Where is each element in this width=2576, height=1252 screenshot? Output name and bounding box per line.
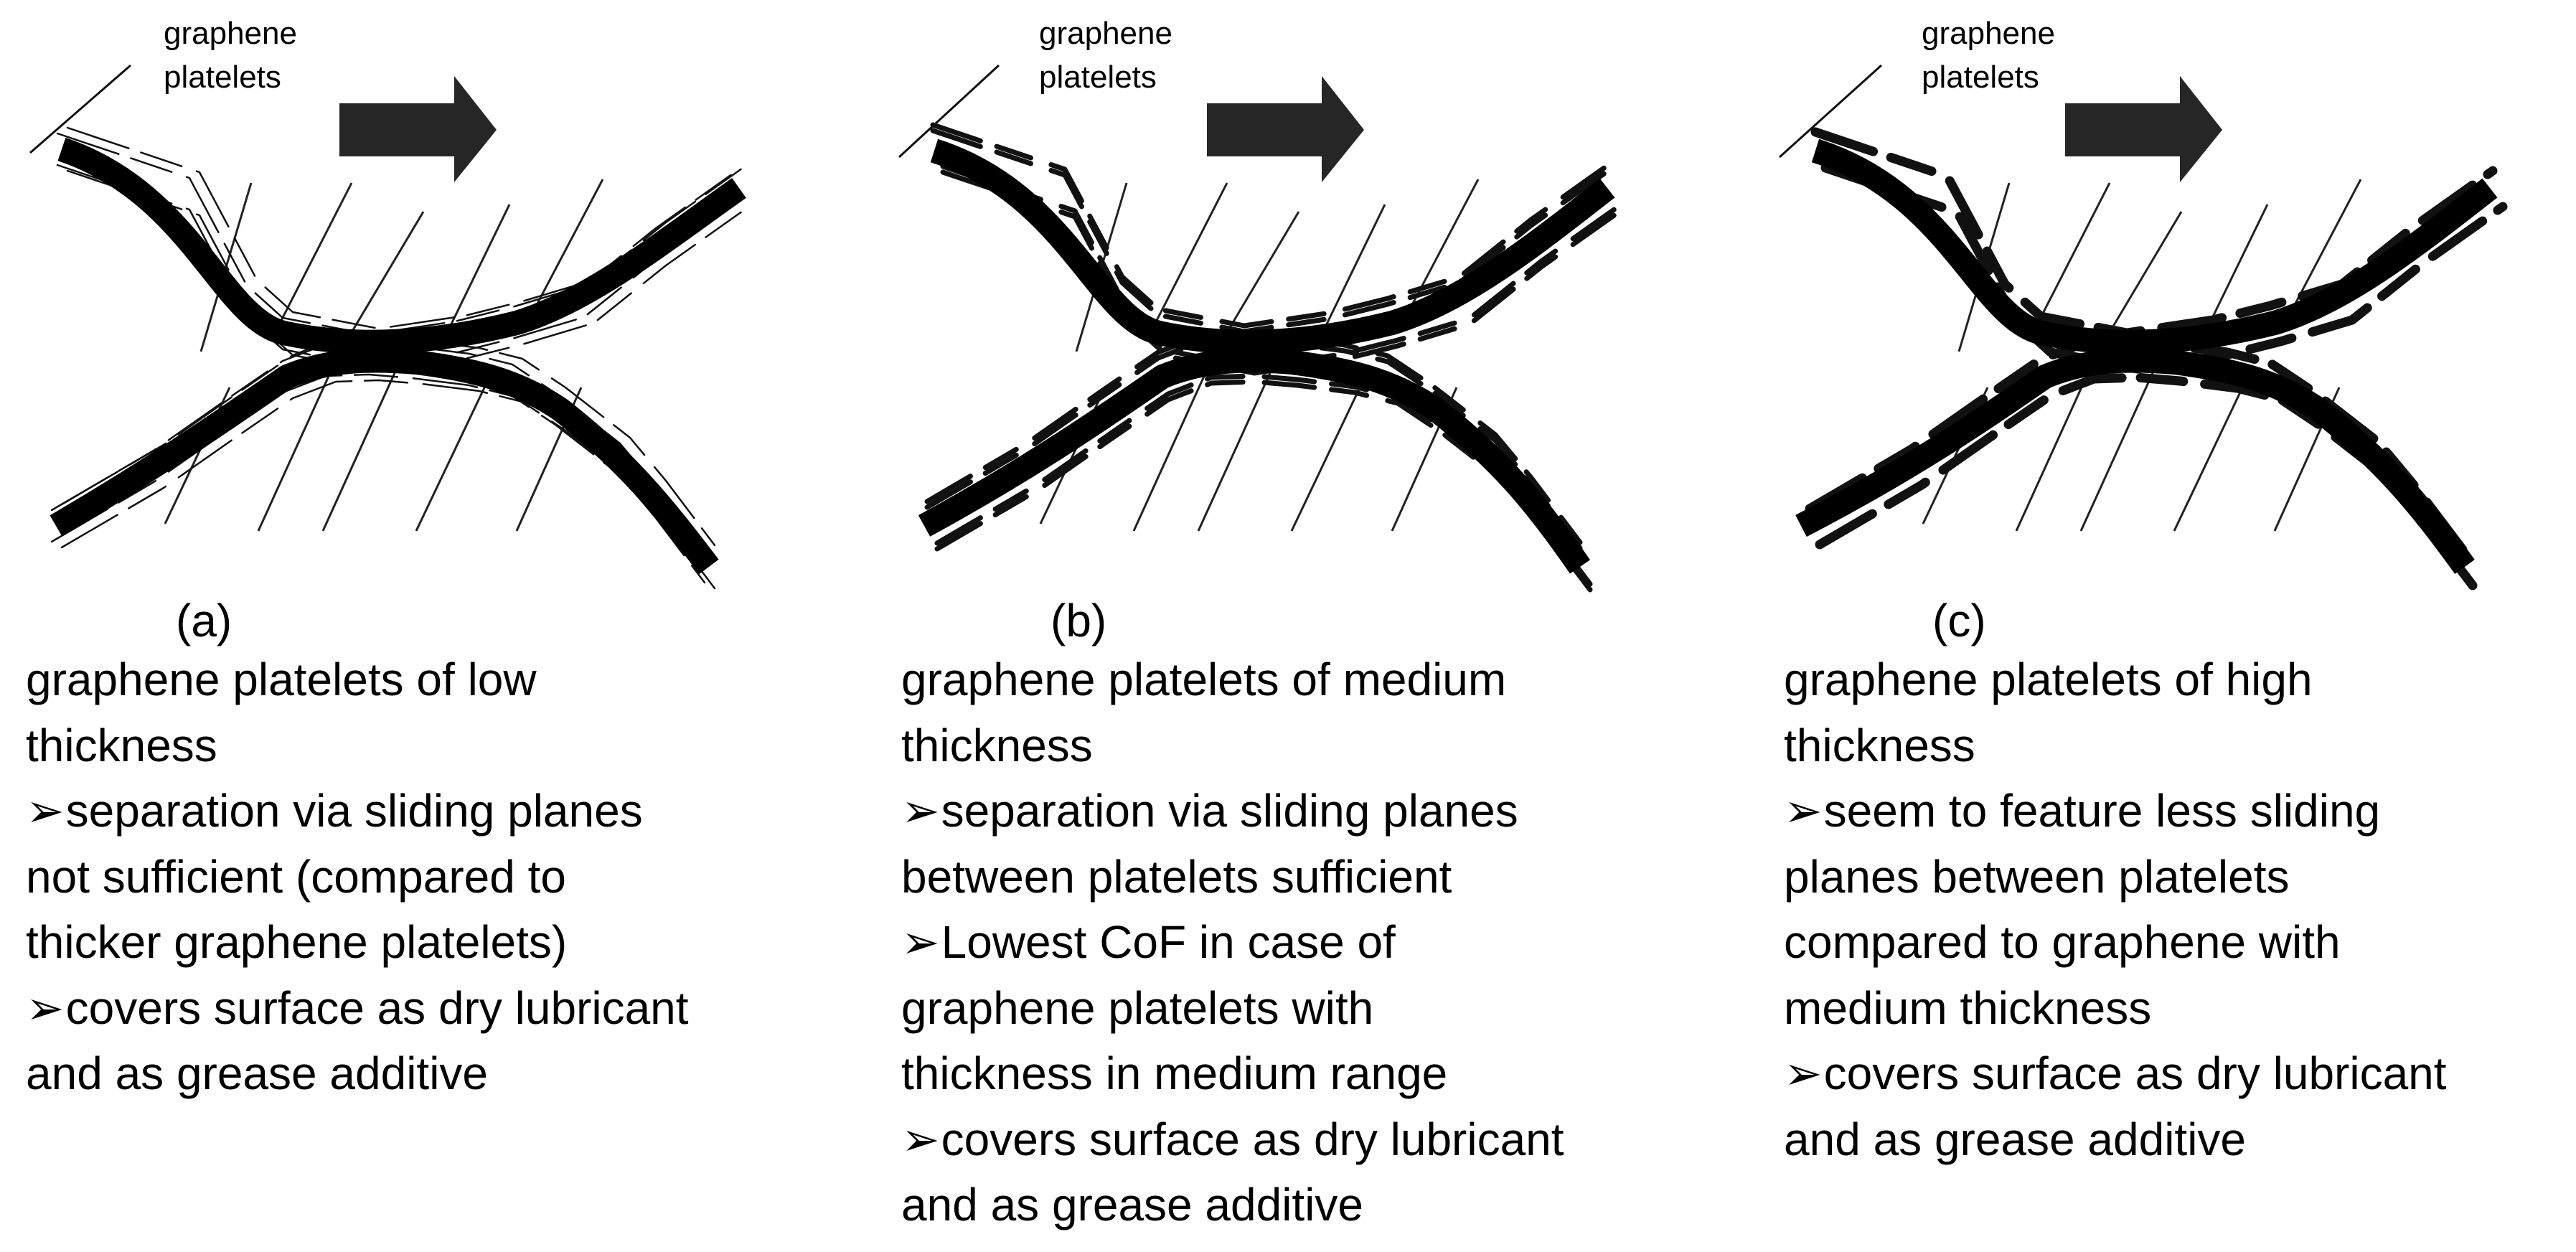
callout-leader-line xyxy=(1778,64,1883,159)
hatch-lines xyxy=(1039,179,1480,532)
hatch-line xyxy=(257,372,332,532)
panel-caption: (b) xyxy=(1050,595,1107,646)
bullet-arrow-icon: ➢ xyxy=(901,785,940,837)
hatch-line xyxy=(343,211,425,345)
description-line: planes between platelets xyxy=(1784,850,2290,903)
hatch-line xyxy=(2101,211,2183,345)
bullet-line: ➢seem to feature less sliding xyxy=(1784,785,2381,837)
contact-diagram-c xyxy=(1778,64,2508,590)
bullet-line: ➢covers surface as dry lubricant xyxy=(26,982,689,1034)
hatch-line xyxy=(1147,182,1228,338)
bullet-line: ➢separation via sliding planes xyxy=(26,785,643,837)
panel-caption: (c) xyxy=(1932,595,1986,646)
bullet-arrow-icon: ➢ xyxy=(26,785,65,837)
callout-label: graphene platelets xyxy=(1039,11,1172,99)
lower-asperity-surface xyxy=(1795,348,2475,574)
callout-leader-line xyxy=(29,64,131,154)
bullet-line: ➢covers surface as dry lubricant xyxy=(1784,1048,2447,1099)
bullet-line: ➢Lowest CoF in case of xyxy=(901,916,1396,968)
bullet-line: ➢separation via sliding planes xyxy=(901,785,1518,837)
panel-c: graphene platelets (c) graphene platelet… xyxy=(1772,0,2576,1252)
hatch-line xyxy=(271,182,353,338)
upper-asperity-surface xyxy=(1811,138,2498,354)
hatch-line xyxy=(1132,372,1207,532)
hatch-line xyxy=(1197,372,1271,532)
description-line: thickness in medium range xyxy=(901,1048,1448,1099)
panel-b: graphene platelets (b) graphene platelet… xyxy=(890,0,1744,1252)
description-line: compared to graphene with xyxy=(1784,916,2341,968)
panel-caption: (a) xyxy=(176,595,232,646)
description-line: medium thickness xyxy=(1784,982,2152,1034)
bullet-arrow-icon: ➢ xyxy=(901,1113,940,1165)
description-line: and as grease additive xyxy=(26,1048,488,1099)
hatch-line xyxy=(2173,380,2247,532)
description-line: graphene platelets with xyxy=(901,982,1374,1034)
graphene-platelet-stroke xyxy=(930,122,1613,329)
graphene-platelet-stroke xyxy=(930,128,1613,334)
callout-label-line: platelets xyxy=(1922,60,2039,95)
description-line: and as grease additive xyxy=(1784,1113,2246,1165)
hatch-line xyxy=(443,204,511,338)
contact-diagram-a xyxy=(29,64,746,590)
callout-label-line: graphene xyxy=(1922,16,2055,51)
description-line: thickness xyxy=(901,719,1093,771)
description-line: between platelets sufficient xyxy=(901,850,1452,903)
hatch-line xyxy=(530,179,604,316)
hatch-line xyxy=(2015,372,2090,532)
lower-asperity-surface xyxy=(918,348,1590,574)
graphene-platelet-stroke xyxy=(1815,372,2478,590)
graphene-platelet-stroke xyxy=(1810,127,2498,338)
panel-description: graphene platelets of medium thickness ➢… xyxy=(901,647,1762,1238)
graphene-platelet-stroke xyxy=(934,379,1593,593)
sliding-direction-arrow-icon xyxy=(2065,76,2222,182)
panel-description: graphene platelets of high thickness ➢se… xyxy=(1784,647,2576,1172)
description-line: and as grease additive xyxy=(901,1179,1363,1230)
callout-label: graphene platelets xyxy=(1922,11,2055,99)
description-line: not sufficient (compared to xyxy=(26,850,566,903)
bullet-arrow-icon: ➢ xyxy=(26,982,65,1034)
bullet-line: ➢covers surface as dry lubricant xyxy=(901,1113,1564,1165)
lower-asperity-surface xyxy=(50,348,719,575)
hatch-line xyxy=(1319,204,1386,338)
callout-label-line: platelets xyxy=(164,60,281,95)
description-line: graphene platelets of high xyxy=(1784,654,2313,705)
hatch-line xyxy=(1290,380,1365,532)
hatch-line xyxy=(415,380,489,532)
description-line: thicker graphene platelets) xyxy=(26,916,568,968)
graphene-platelet-stroke xyxy=(50,342,706,552)
description-line: graphene platelets of low xyxy=(26,654,537,705)
callout-label-line: graphene xyxy=(1039,16,1172,51)
hatch-line xyxy=(199,182,253,352)
bullet-arrow-icon: ➢ xyxy=(1784,785,1823,837)
callout-leader-line xyxy=(898,64,1000,159)
bullet-arrow-icon: ➢ xyxy=(1784,1048,1823,1099)
callout-label-line: graphene xyxy=(164,16,297,51)
contact-diagram-b xyxy=(898,64,1623,593)
description-line: thickness xyxy=(26,719,217,771)
upper-asperity-surface xyxy=(930,138,1615,354)
graphene-platelet-stroke xyxy=(56,132,736,336)
graphene-platelet-stroke xyxy=(60,379,716,590)
description-line: graphene platelets of medium xyxy=(901,654,1507,705)
hatch-line xyxy=(2029,182,2111,338)
sliding-direction-arrow-icon xyxy=(1207,76,1364,182)
upper-asperity-surface xyxy=(57,137,746,354)
panel-description: graphene platelets of low thickness ➢sep… xyxy=(26,647,887,1107)
panel-a: graphene platelets (a) graphene platelet… xyxy=(14,0,868,1252)
callout-label-line: platelets xyxy=(1039,60,1157,95)
sliding-direction-arrow-icon xyxy=(339,76,497,182)
graphene-platelet-stroke xyxy=(60,336,716,547)
graphene-platelet-stroke xyxy=(934,373,1593,587)
callout-label: graphene platelets xyxy=(164,11,297,99)
hatch-line xyxy=(321,372,396,532)
bullet-arrow-icon: ➢ xyxy=(901,916,940,968)
hatch-line xyxy=(2079,372,2154,532)
description-line: thickness xyxy=(1784,719,1975,771)
